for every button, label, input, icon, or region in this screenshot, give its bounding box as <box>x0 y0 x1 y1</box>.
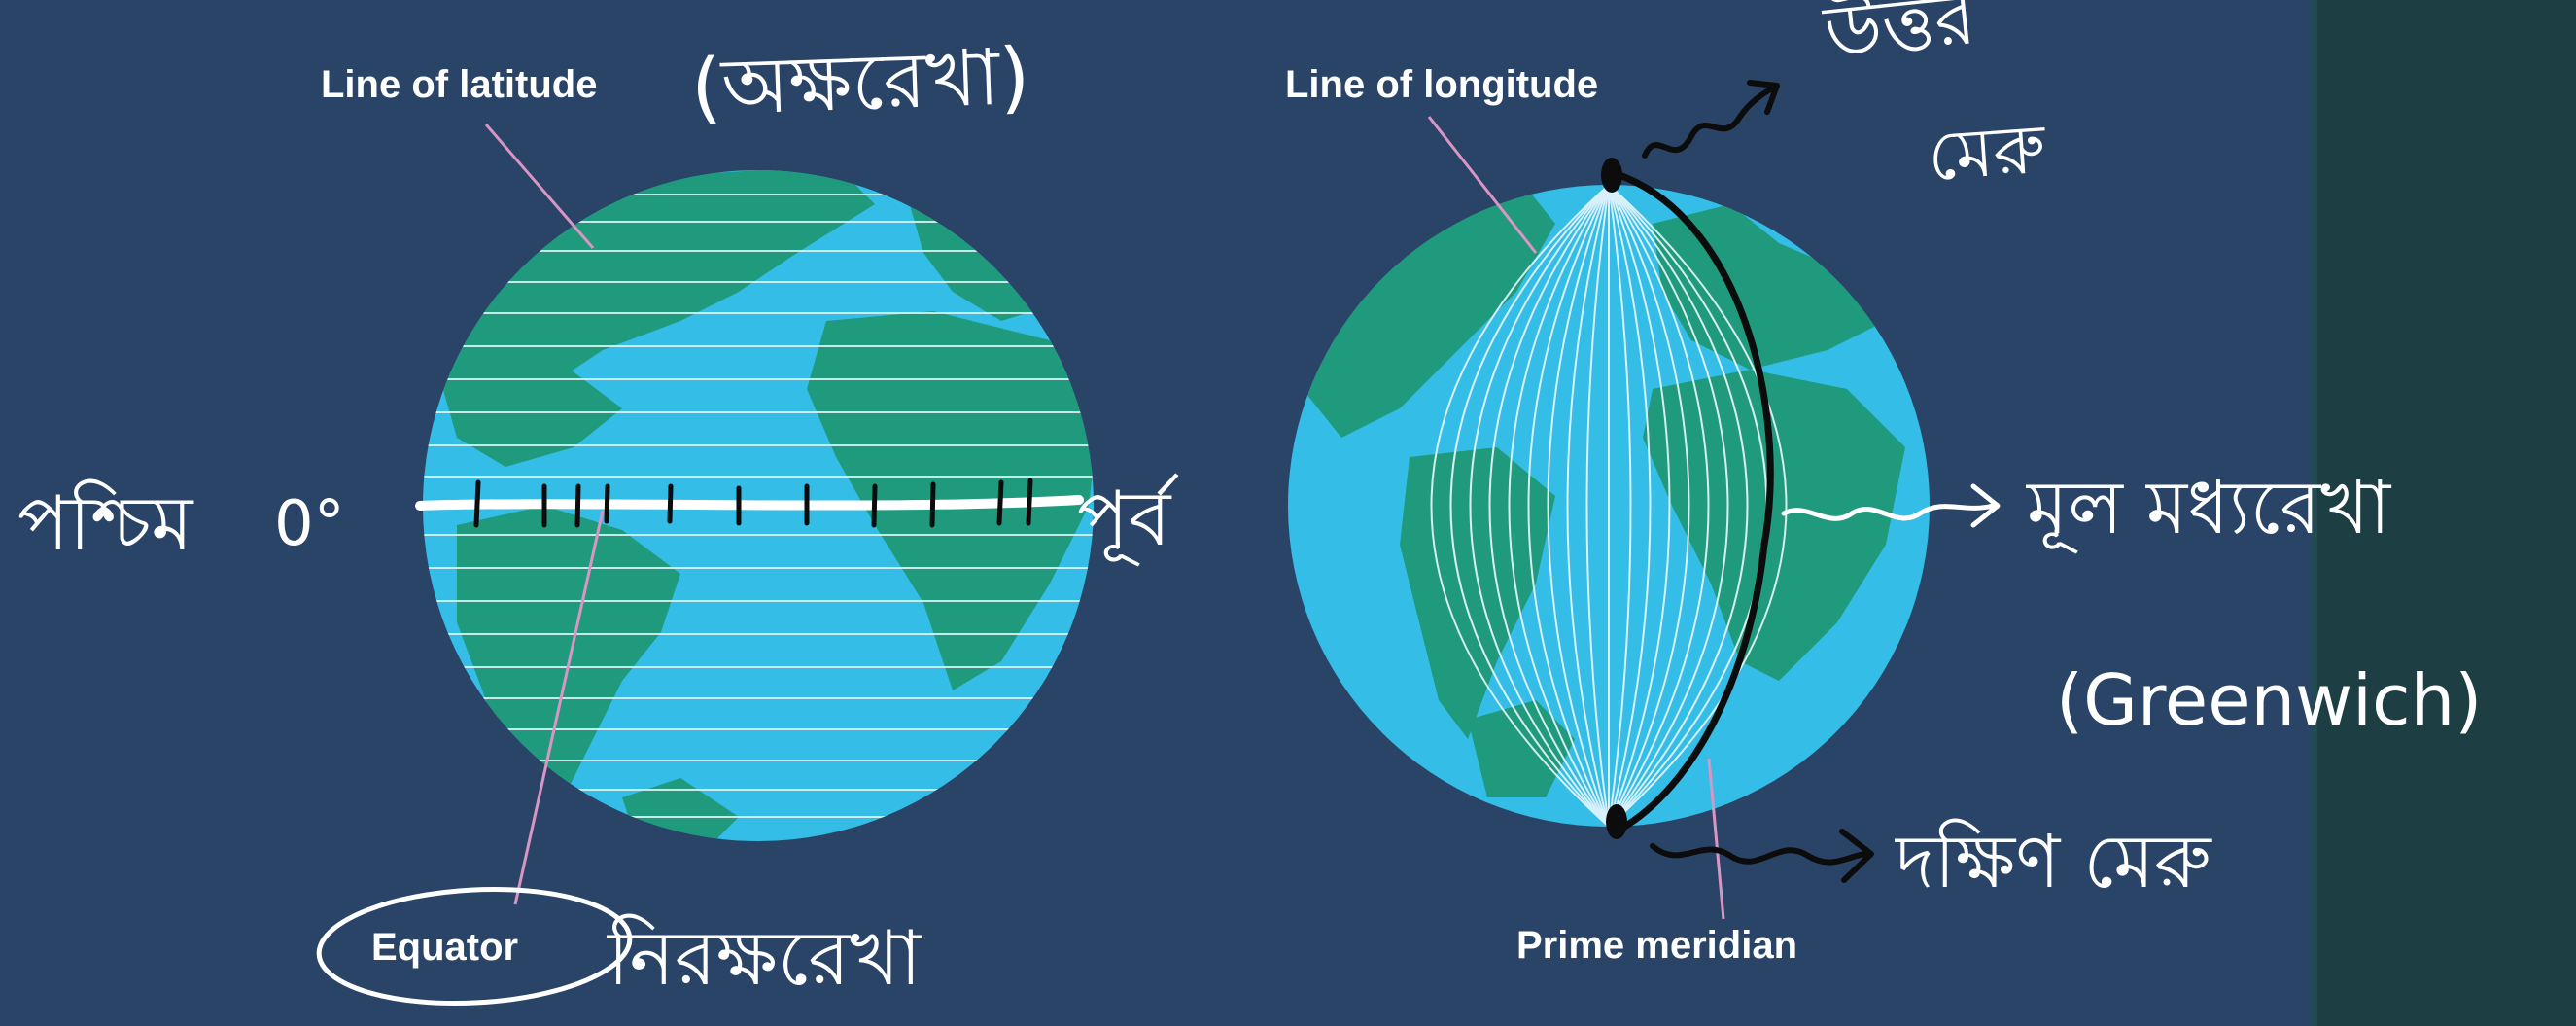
south-arrow <box>1650 829 1874 883</box>
latitude-bengali-label: (অক্ষরেখা) <box>689 31 1030 133</box>
west-label: পশ্চিম <box>17 479 194 568</box>
north-pole-dot <box>1601 158 1622 193</box>
equator-pointer <box>513 510 605 905</box>
greenwich-arrow <box>1781 483 2001 528</box>
north-pole-line1: উত্তর <box>1819 0 1980 76</box>
latitude-label: Line of latitude <box>321 63 597 106</box>
prime-meridian-pointer <box>1707 758 1725 920</box>
equator-circle <box>316 886 633 1007</box>
north-arrow <box>1642 80 1780 159</box>
equator-label: Equator <box>371 926 518 969</box>
prime-meridian-label: Prime meridian <box>1516 924 1797 967</box>
south-pole-label: দক্ষিণ মেরু <box>1895 818 2212 904</box>
prime-meridian-bengali-label: মূল মধ্যরেখা <box>2026 464 2392 554</box>
greenwich-label: (Greenwich) <box>2056 659 2482 741</box>
equator-bengali-label: নিরক্ষরেখা <box>606 914 922 1003</box>
latitude-pointer <box>484 124 595 249</box>
prime-meridian-line <box>1610 169 1774 832</box>
longitude-globe <box>1288 185 1930 827</box>
zero-degree-label: 0° <box>274 488 345 560</box>
equator-line <box>415 478 1084 528</box>
longitude-label: Line of longitude <box>1285 63 1598 106</box>
south-pole-dot <box>1606 804 1627 839</box>
north-pole-line2: মেরু <box>1925 109 2049 196</box>
side-panel-edge <box>2312 0 2317 1026</box>
side-panel <box>2312 0 2576 1026</box>
longitude-pointer <box>1427 116 1538 254</box>
east-label: পূর্ব <box>1077 473 1179 566</box>
